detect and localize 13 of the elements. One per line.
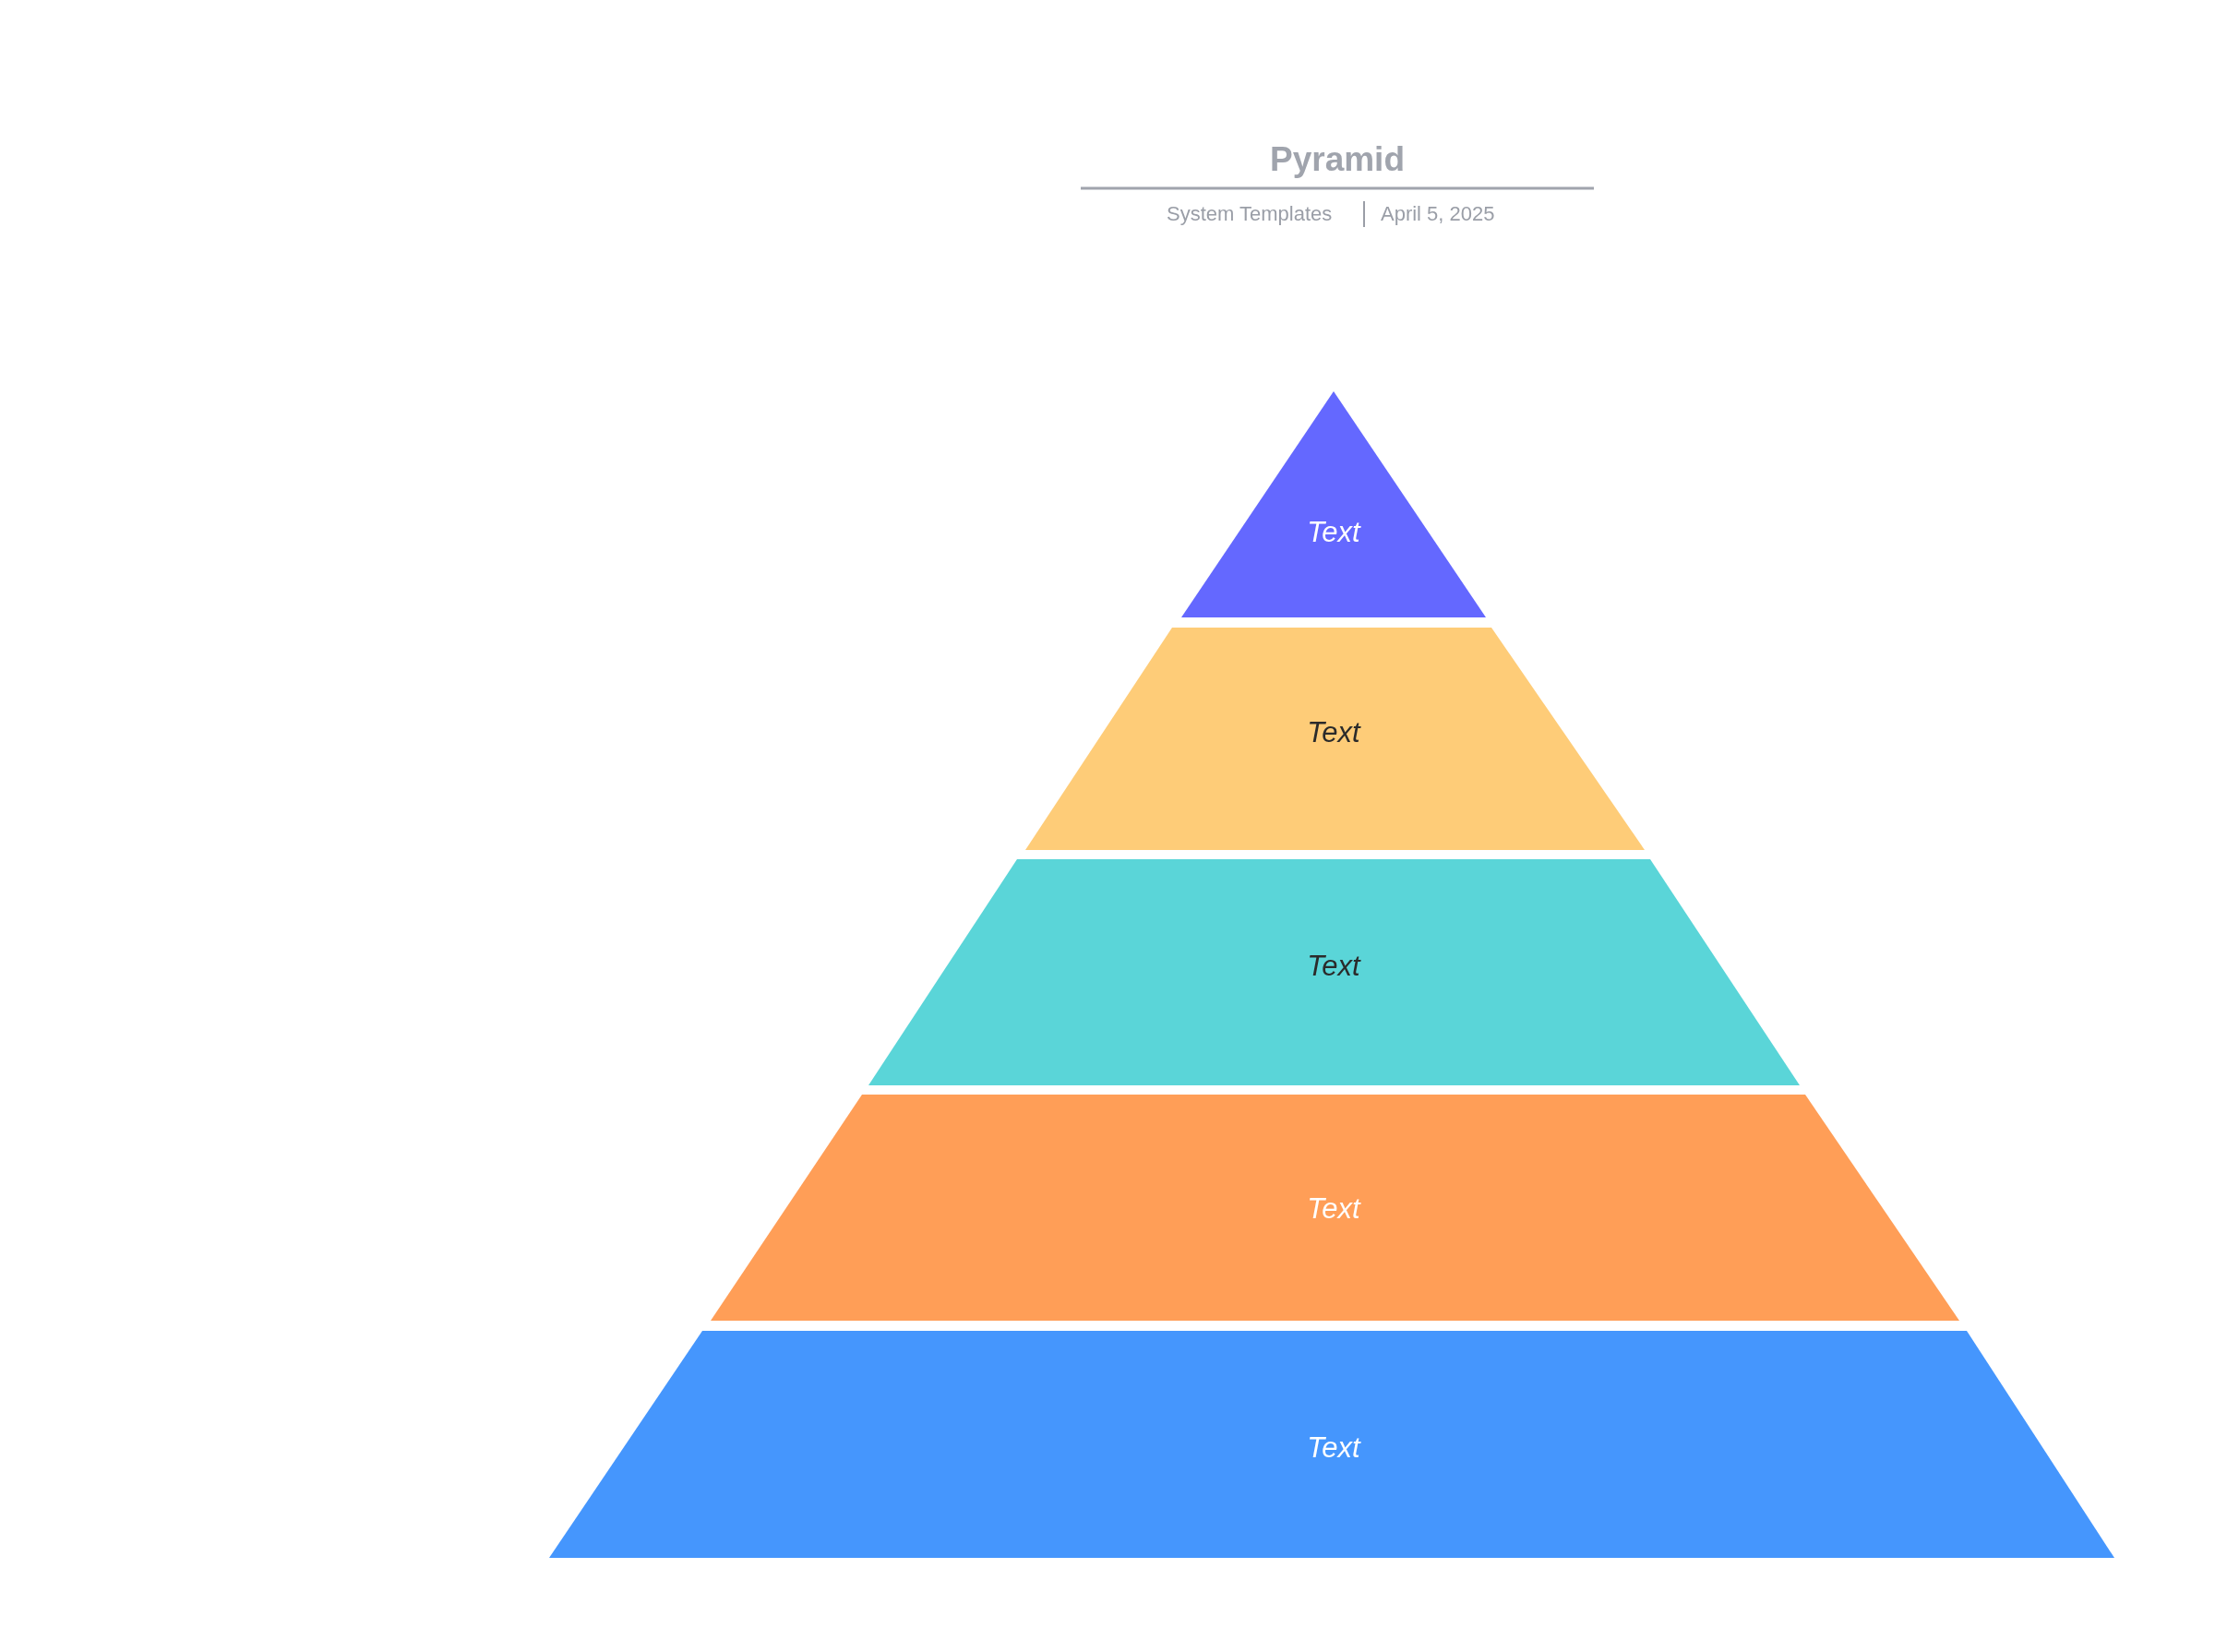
pyramid-layer (711, 1095, 1959, 1321)
layer-label: Text (1307, 950, 1360, 983)
layer-label: Text (1307, 716, 1360, 749)
pyramid-layer (868, 859, 1800, 1085)
pyramid-layer (1181, 391, 1486, 617)
title: Pyramid (1269, 140, 1406, 179)
layer-label: Text (1307, 1431, 1360, 1465)
layer-label: Text (1307, 516, 1360, 549)
subtitle-text: April 5, 2025 (1381, 202, 1495, 226)
layer-label: Text (1307, 1192, 1360, 1226)
pyramid-layer (549, 1331, 2114, 1558)
pyramid-layer (1025, 628, 1645, 850)
subtitle-text: System Templates (1167, 202, 1333, 226)
